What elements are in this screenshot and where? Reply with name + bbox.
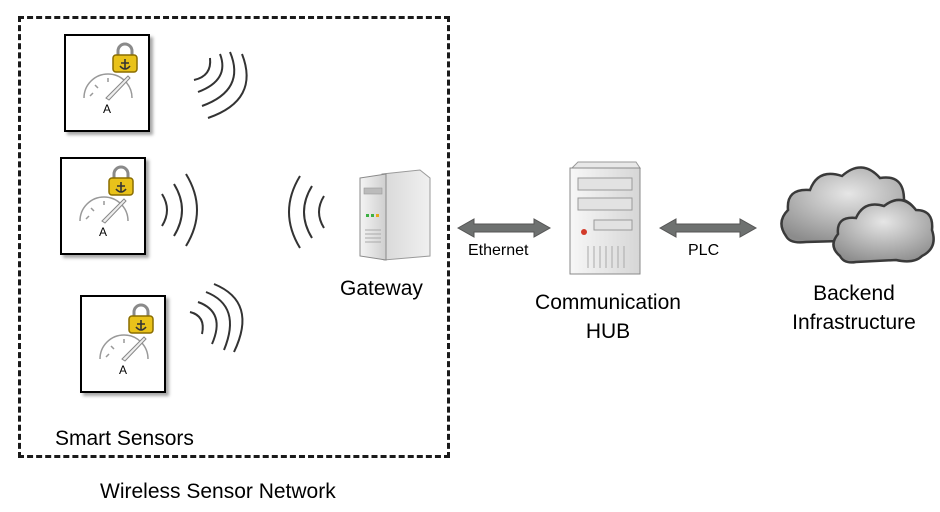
double-arrow-icon: [658, 218, 758, 238]
sensor-unit: A: [118, 363, 127, 377]
smart-sensors-label: Smart Sensors: [55, 427, 194, 450]
backend-label-line1: Backend: [813, 282, 895, 305]
wireless-signal-icon: [288, 175, 325, 249]
ethernet-label: Ethernet: [468, 242, 529, 259]
hub-label-line1: Communication: [535, 291, 681, 314]
padlock-icon: [112, 42, 138, 73]
server-icon: [359, 169, 431, 261]
padlock-icon: [108, 165, 134, 196]
wireless-signal-icon: [161, 173, 198, 247]
wireless-signal-icon: [189, 283, 244, 353]
wireless-sensor-network-boundary: [18, 16, 450, 458]
smart-sensor-3: A: [80, 295, 166, 393]
plc-label: PLC: [688, 242, 720, 259]
sensor-unit: A: [98, 225, 107, 239]
gauge-icon: [79, 196, 129, 224]
padlock-icon: [128, 303, 154, 334]
wireless-signal-icon: [193, 51, 248, 119]
gauge-icon: [83, 73, 133, 101]
hub-label-line2: HUB: [585, 320, 631, 343]
backend-label-line2: Infrastructure: [792, 311, 916, 334]
gauge-icon: [99, 334, 149, 362]
sensor-unit: A: [102, 102, 111, 116]
double-arrow-icon: [456, 218, 552, 238]
gateway-label: Gateway: [340, 277, 423, 300]
server-icon: [569, 161, 641, 275]
smart-sensor-2: A: [60, 157, 146, 255]
cloud-icon: [780, 166, 935, 264]
wireless-sensor-network-label: Wireless Sensor Network: [100, 480, 336, 503]
smart-sensor-1: A: [64, 34, 150, 132]
